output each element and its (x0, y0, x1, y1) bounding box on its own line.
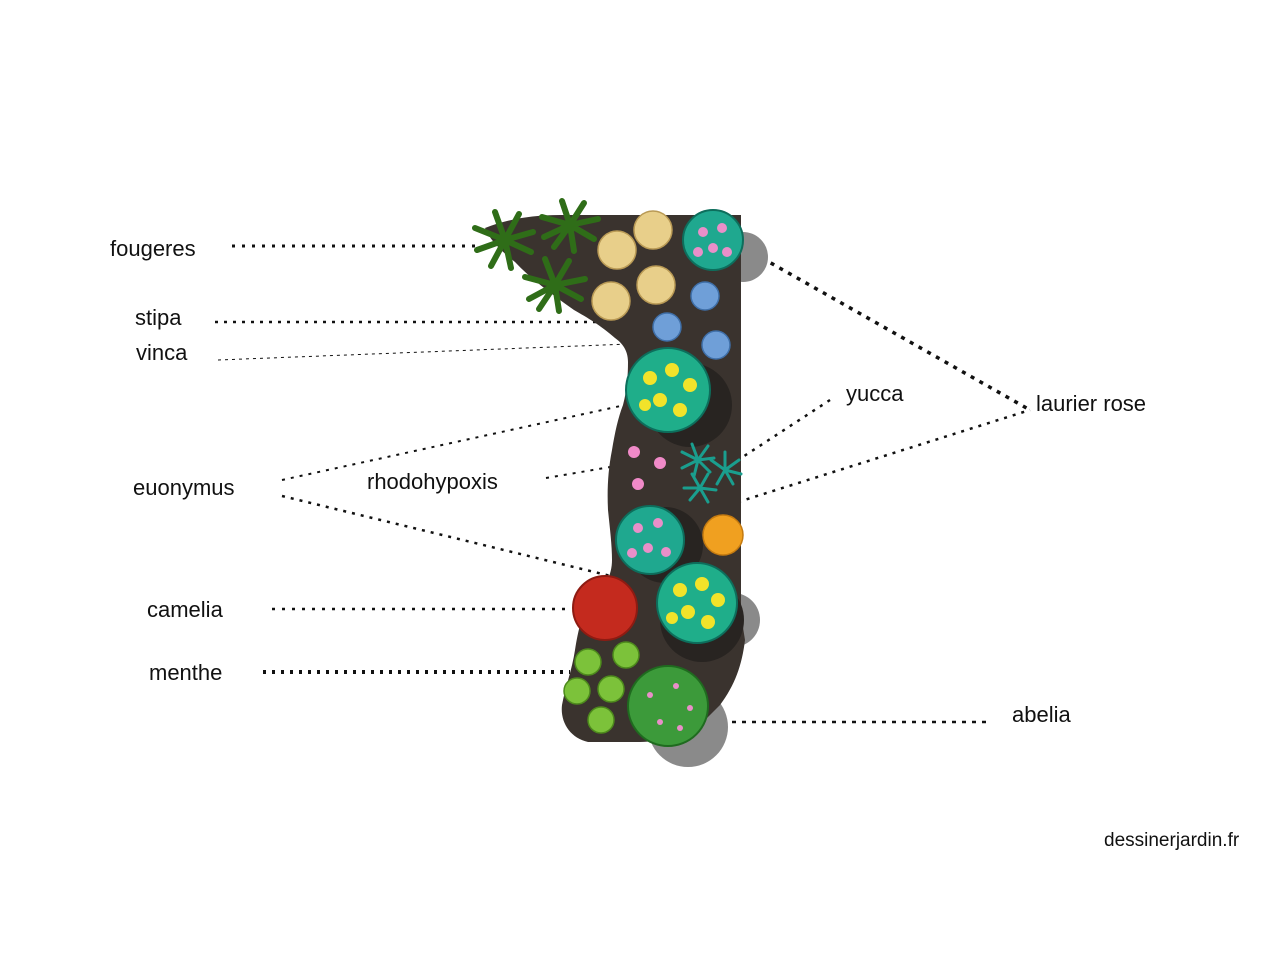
menthe-plant (574, 648, 602, 676)
rhodohypoxis-plant (632, 478, 644, 490)
leader-vinca (217, 342, 656, 361)
stipa-plant (597, 230, 637, 270)
laurier-rose-middle (615, 505, 685, 575)
vinca-plant (652, 312, 682, 342)
fougeres-group (472, 198, 601, 314)
stipa-plant (633, 210, 673, 250)
vinca-plant (701, 330, 731, 360)
rhodohypoxis-group (628, 446, 666, 490)
euonymus-bottom (656, 562, 738, 644)
leader-yucca (734, 398, 831, 464)
menthe-group (563, 641, 640, 734)
label-laurier-rose: laurier rose (1036, 391, 1147, 416)
stipa-plant (591, 281, 631, 321)
label-menthe: menthe (149, 660, 223, 685)
leader-laurier-rose-top (761, 256, 1031, 412)
label-stipa: stipa (135, 305, 182, 330)
yucca-plant (680, 442, 743, 504)
leader-lines (215, 244, 1031, 724)
fern-plant (522, 256, 588, 314)
label-fougeres: fougeres (110, 236, 196, 261)
label-vinca: vinca (136, 340, 188, 365)
orange-plant (702, 514, 744, 556)
menthe-plant (563, 677, 591, 705)
fern-plant (539, 198, 601, 254)
label-euonymus: euonymus (133, 475, 235, 500)
leader-euonymus-bottom (281, 494, 661, 590)
label-rhodohypoxis: rhodohypoxis (367, 469, 498, 494)
label-yucca: yucca (846, 381, 904, 406)
fern-plant (472, 209, 536, 271)
rhodohypoxis-plant (628, 446, 640, 458)
laurier-rose-top (682, 209, 744, 271)
leader-laurier-rose-bottom (737, 408, 1031, 504)
rhodohypoxis-plant (654, 457, 666, 469)
stipa-plant (636, 265, 676, 305)
vinca-group (652, 281, 731, 360)
credit-text: dessinerjardin.fr (1104, 830, 1240, 851)
menthe-plant (587, 706, 615, 734)
menthe-plant (612, 641, 640, 669)
stipa-group (591, 210, 676, 321)
label-abelia: abelia (1012, 702, 1071, 727)
abelia-plant (627, 665, 709, 747)
euonymus-top (625, 347, 711, 433)
camelia-plant (572, 575, 638, 641)
menthe-plant (597, 675, 625, 703)
label-camelia: camelia (147, 597, 223, 622)
vinca-plant (690, 281, 720, 311)
